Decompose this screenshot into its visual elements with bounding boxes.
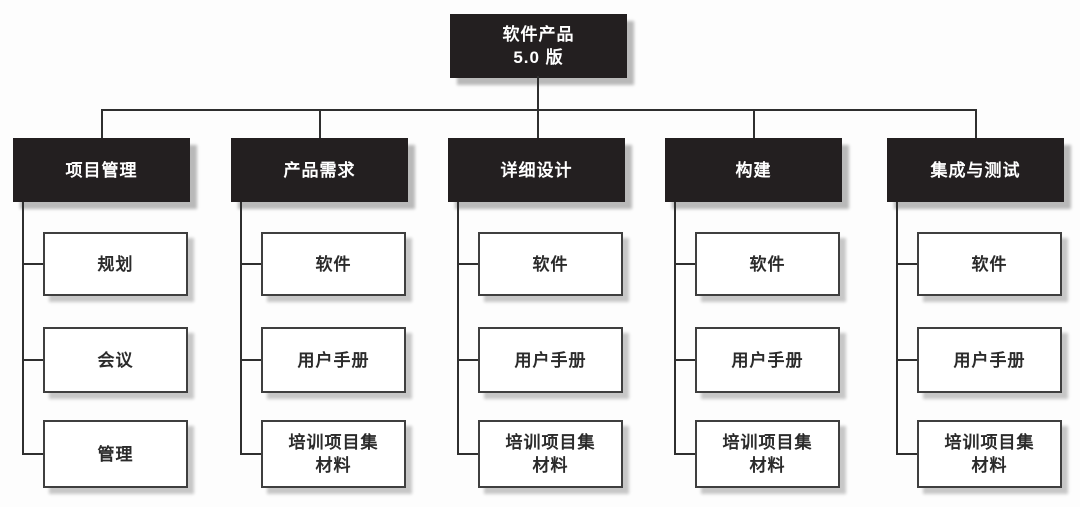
connector-child-stub [240, 359, 263, 361]
node-software: 软件 [917, 232, 1062, 296]
node-user-manual: 用户手册 [478, 327, 623, 393]
node-user-manual: 用户手册 [695, 327, 840, 393]
connector-stub-col4 [753, 109, 755, 139]
connector-child-stub [457, 453, 480, 455]
node-training-materials: 培训项目集 材料 [695, 420, 840, 488]
node-training-materials: 培训项目集 材料 [917, 420, 1062, 488]
node-software: 软件 [261, 232, 406, 296]
branch-product-requirements: 产品需求 软件 用户手册 培训项目集 材料 [231, 138, 408, 493]
connector-child-stub [457, 263, 480, 265]
connector-child-stub [22, 453, 45, 455]
connector-child-stub [896, 453, 919, 455]
connector-horizontal-rail [101, 109, 977, 111]
connector-stub-col1 [101, 109, 103, 139]
node-user-manual: 用户手册 [261, 327, 406, 393]
connector-root-drop [537, 76, 539, 111]
connector-child-stub [22, 263, 45, 265]
branch-header-project-management: 项目管理 [13, 138, 190, 202]
branch-header-build: 构建 [665, 138, 842, 202]
branch-header-integration-testing: 集成与测试 [887, 138, 1064, 202]
node-meetings: 会议 [43, 327, 188, 393]
connector-branch-line [22, 202, 24, 455]
connector-child-stub [457, 359, 480, 361]
root-node-software-product: 软件产品 5.0 版 [450, 14, 627, 78]
connector-branch-line [457, 202, 459, 455]
connector-child-stub [896, 359, 919, 361]
node-planning: 规划 [43, 232, 188, 296]
connector-branch-line [240, 202, 242, 455]
connector-child-stub [674, 359, 697, 361]
connector-child-stub [240, 263, 263, 265]
node-user-manual: 用户手册 [917, 327, 1062, 393]
node-software: 软件 [478, 232, 623, 296]
connector-child-stub [22, 359, 45, 361]
branch-build: 构建 软件 用户手册 培训项目集 材料 [665, 138, 842, 493]
connector-stub-col3 [537, 109, 539, 139]
branch-integration-testing: 集成与测试 软件 用户手册 培训项目集 材料 [887, 138, 1064, 493]
node-training-materials: 培训项目集 材料 [478, 420, 623, 488]
connector-child-stub [896, 263, 919, 265]
connector-child-stub [240, 453, 263, 455]
connector-branch-line [896, 202, 898, 455]
connector-child-stub [674, 453, 697, 455]
connector-child-stub [674, 263, 697, 265]
branch-header-detailed-design: 详细设计 [448, 138, 625, 202]
node-training-materials: 培训项目集 材料 [261, 420, 406, 488]
connector-stub-col5 [975, 109, 977, 139]
node-software: 软件 [695, 232, 840, 296]
connector-branch-line [674, 202, 676, 455]
node-management: 管理 [43, 420, 188, 488]
branch-detailed-design: 详细设计 软件 用户手册 培训项目集 材料 [448, 138, 625, 493]
branch-header-product-requirements: 产品需求 [231, 138, 408, 202]
connector-stub-col2 [319, 109, 321, 139]
branch-project-management: 项目管理 规划 会议 管理 [13, 138, 190, 493]
